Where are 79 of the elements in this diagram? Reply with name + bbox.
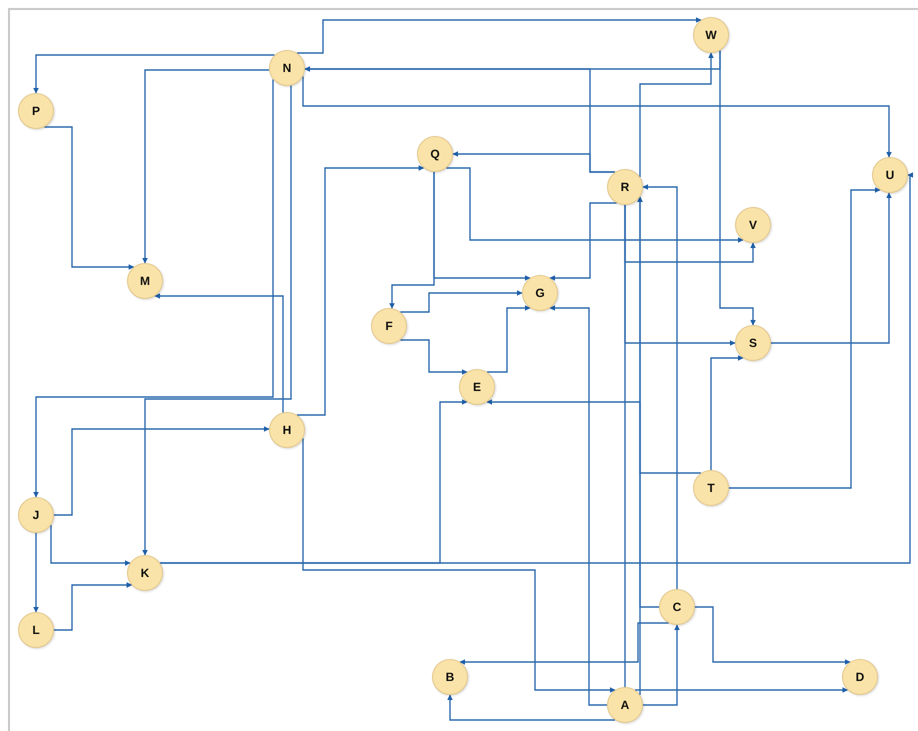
connector-arrow [302, 438, 616, 693]
node-label: W [705, 28, 717, 42]
node-circle [659, 589, 695, 625]
node-circle [842, 659, 878, 695]
node-label: K [140, 566, 150, 580]
node-label: G [535, 286, 545, 300]
node-circle [693, 470, 729, 506]
node-circle [18, 612, 54, 648]
node-circle [735, 325, 771, 361]
node-circle [693, 17, 729, 53]
connector-arrow [50, 524, 131, 566]
connector-arrow [302, 76, 892, 158]
connector-arrow [486, 305, 531, 373]
node-circle [417, 136, 453, 172]
connector-arrow [400, 339, 468, 375]
connector-arrow [447, 694, 616, 721]
connector-arrow [459, 622, 669, 665]
node-label: J [32, 508, 40, 522]
connector-arrow [549, 202, 617, 281]
connector-arrow [634, 687, 848, 693]
node-label: Q [430, 147, 440, 161]
node-circle [522, 275, 558, 311]
connector-arrow [44, 126, 134, 270]
node-circle [872, 157, 908, 193]
node-label: E [472, 380, 481, 394]
node-label: P [32, 104, 40, 118]
connector-arrow [643, 624, 680, 706]
node-circle [127, 263, 163, 299]
node-label: A [620, 698, 630, 712]
connector-arrow [446, 167, 744, 243]
node-circle [607, 687, 643, 723]
connector-arrow [549, 305, 607, 706]
node-label: V [748, 218, 757, 232]
connector-arrow [33, 79, 274, 498]
node-circle [735, 207, 771, 243]
connector-arrow [486, 399, 659, 608]
node-label: M [140, 274, 150, 288]
connector-arrow [719, 50, 756, 326]
node-circle [459, 369, 495, 405]
connector-arrow [54, 582, 132, 631]
connector-arrow [400, 290, 523, 313]
connector-arrow [54, 426, 270, 516]
connector-arrow [710, 355, 744, 470]
node-label: H [282, 423, 292, 437]
node-label: S [748, 336, 757, 350]
connector-arrow [142, 69, 270, 264]
node-label: L [32, 623, 40, 637]
node-label: N [282, 61, 292, 75]
connector-arrow [729, 187, 881, 489]
connector-arrow [296, 165, 424, 416]
connector-arrow [624, 205, 736, 346]
node-label: R [620, 180, 630, 194]
node-circle [607, 169, 643, 205]
connector-arrow [639, 52, 714, 178]
node-label: T [707, 481, 715, 495]
connector-arrow [154, 293, 284, 413]
connector-arrow [642, 184, 678, 589]
node-circle [371, 308, 407, 344]
connector-arrow [637, 196, 702, 474]
connector-arrow [452, 151, 616, 173]
node-label: D [856, 670, 864, 684]
node-circle [18, 497, 54, 533]
node-label: C [672, 600, 682, 614]
connector-arrow [160, 172, 914, 564]
connector-arrow [771, 192, 892, 344]
node-circle [127, 555, 163, 591]
node-circle [18, 93, 54, 129]
node-circle [432, 659, 468, 695]
connector-arrow [433, 172, 531, 281]
node-label: F [385, 319, 393, 333]
node-circle [269, 50, 305, 86]
connector-arrow [695, 606, 851, 665]
connector-arrow [33, 533, 39, 613]
node-circle [269, 412, 305, 448]
connector-arrow [296, 17, 702, 54]
node-label: U [886, 168, 894, 182]
connector-arrow [33, 54, 275, 94]
connector-arrow [142, 86, 292, 556]
node-label: B [446, 670, 454, 684]
